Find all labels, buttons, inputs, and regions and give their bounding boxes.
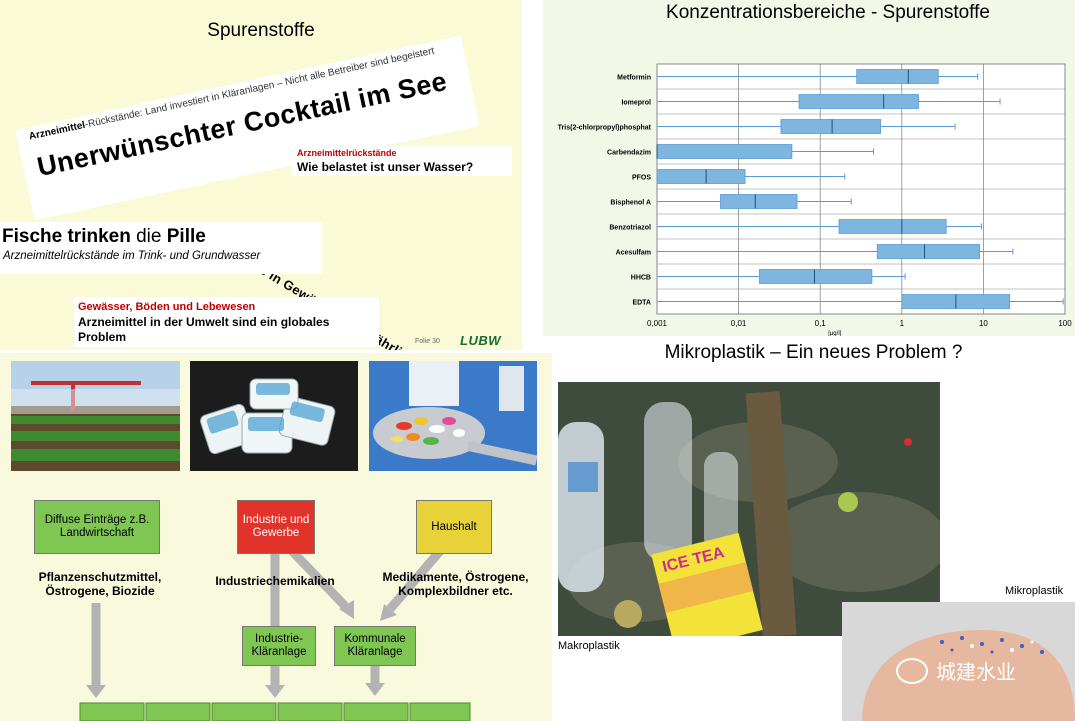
headline-part: die <box>130 226 167 247</box>
label-makroplastik: Makroplastik <box>558 640 620 652</box>
headline-fische: Fische trinken die Pille Arzneimittelrüc… <box>0 222 322 274</box>
plant-box-industrial: Industrie- Kläranlage <box>242 626 316 666</box>
category-label: Iomeprol <box>621 100 651 107</box>
headline-main: Wie belastet ist unser Wasser? <box>297 160 474 174</box>
x-tick-label: 1 <box>900 319 905 328</box>
x-tick-label: 0,001 <box>647 319 668 328</box>
panel-title: Mikroplastik – Ein neues Problem ? <box>664 342 963 363</box>
x-axis-label: [µg/l] <box>828 331 841 336</box>
microplastics-panel: Mikroplastik – Ein neues Problem ? ICE T… <box>552 342 1075 721</box>
x-tick-label: 0,1 <box>815 319 827 328</box>
lubw-logo: LUBW <box>460 333 501 348</box>
headline-kicker: Gewässer, Böden und Lebewesen <box>78 301 256 313</box>
photo-macroplastic: ICE TEA <box>558 382 940 636</box>
photo-field-spraying <box>11 361 180 471</box>
plant-box-municipal: Kommunale Kläranlage <box>334 626 416 666</box>
substances-household: Medikamente, Östrogene, Komplexbildner e… <box>382 570 529 598</box>
x-tick-label: 10 <box>979 319 988 328</box>
watermark-text: 城建水业 <box>936 662 1016 684</box>
x-tick-label: 0,01 <box>731 319 747 328</box>
substances-diffuse: Pflanzenschutzmittel, Östrogene, Biozide <box>38 570 162 598</box>
substances-industry: Industriechemikalien <box>215 574 335 588</box>
category-label: Bisphenol A <box>610 200 651 207</box>
category-label: Benzotriazol <box>609 225 651 232</box>
category-label: EDTA <box>632 300 651 307</box>
category-label: Carbendazim <box>607 150 651 157</box>
watermark: 城建水业 <box>896 656 1016 685</box>
box <box>838 219 947 234</box>
box <box>876 244 981 259</box>
slide-number: Folie 30 <box>415 338 440 345</box>
box <box>759 269 873 284</box>
source-box-household: Haushalt <box>416 500 492 554</box>
photo-microplastic <box>842 602 1075 721</box>
category-label: Acesulfam <box>616 250 651 257</box>
source-box-diffuse: Diffuse Einträge z.B. Landwirtschaft <box>34 500 160 554</box>
box <box>798 94 919 109</box>
headline-part: Fische trinken <box>2 226 131 247</box>
source-box-industry: Industrie und Gewerbe <box>237 500 315 554</box>
category-label: Metformin <box>617 75 651 82</box>
headline-global: Gewässer, Böden und Lebewesen Arzneimitt… <box>74 297 379 347</box>
panel-title: Spurenstoffe <box>207 20 315 41</box>
sources-flow-panel: Diffuse Einträge z.B. Landwirtschaft Ind… <box>0 353 552 721</box>
headline-kicker: Arzneimittel <box>27 119 87 143</box>
photo-dishwasher-tabs <box>190 361 358 471</box>
headline-part: Pille <box>166 226 206 247</box>
boxplot-chart: 0,001 0,01 0,1 1 10 100 [µg/l] MetforminIomepro… <box>558 63 1072 336</box>
box <box>856 69 939 84</box>
label-mikroplastik: Mikroplastik <box>1005 585 1064 597</box>
headline-cocktail-see: Arzneimittel-Rückstände: Land investiert… <box>15 35 480 221</box>
headline-line: Problem <box>78 330 127 344</box>
category-label: HHCB <box>631 275 651 282</box>
box <box>656 169 746 184</box>
chart-title: Konzentrationsbereiche - Spurenstoffe <box>666 2 990 23</box>
headline-kicker: Arzneimittelrückstände <box>297 148 397 158</box>
wechat-icon <box>896 657 928 684</box>
category-label: Tris(2-chlorpropyl)phosphat <box>558 125 652 132</box>
headline-subline: Arzneimittelrückstände im Trink- und Gru… <box>3 250 261 262</box>
box <box>720 194 798 209</box>
box <box>656 144 793 159</box>
x-tick-label: 100 <box>1058 319 1072 328</box>
flow-arrows <box>79 545 471 721</box>
headline-line: Arzneimittel in der Umwelt sind ein glob… <box>78 315 330 329</box>
newspaper-headlines-panel: Spurenstoffe Arzneimittel-Rückstände: La… <box>0 0 522 350</box>
box <box>780 119 882 134</box>
concentration-chart-panel: Konzentrationsbereiche - Spurenstoffe 0,… <box>543 0 1075 336</box>
headline-wasser: Arzneimittelrückstände Wie belastet ist … <box>292 146 512 176</box>
photo-pills <box>369 361 537 471</box>
category-label: PFOS <box>632 175 651 182</box>
